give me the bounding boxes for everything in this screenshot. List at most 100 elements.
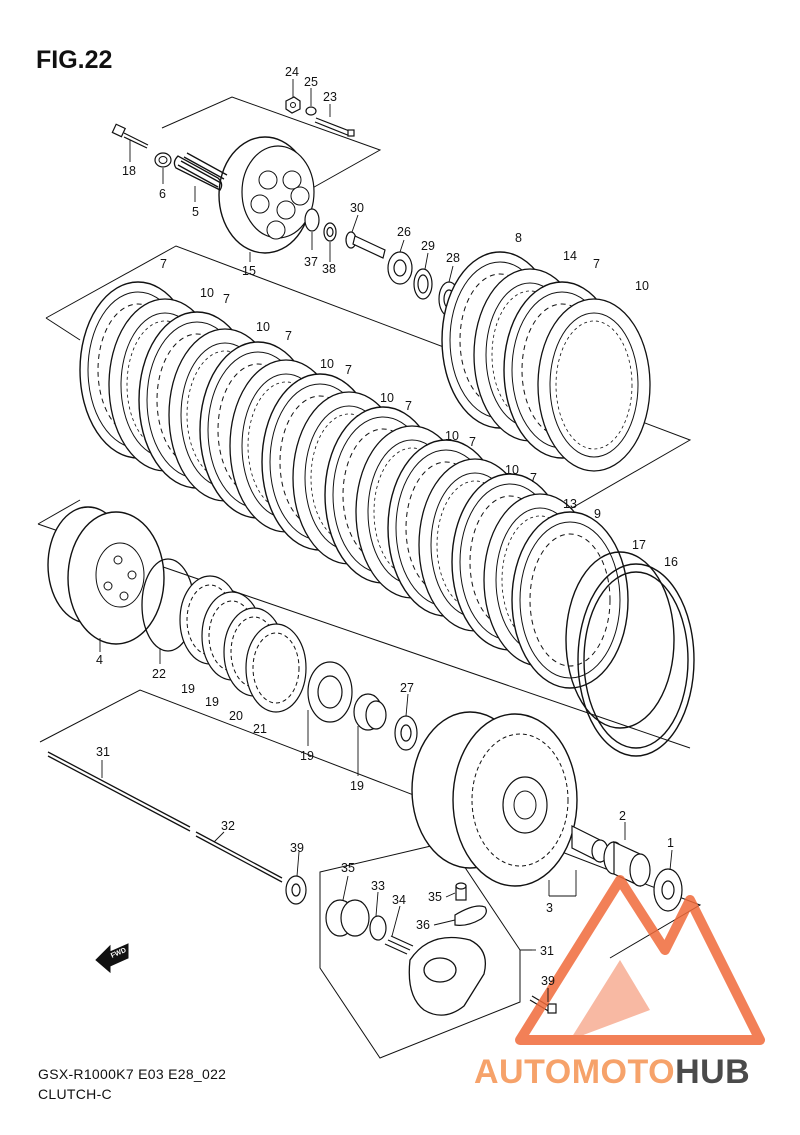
- callout-12: 14: [563, 249, 577, 263]
- callout-18: 19: [300, 749, 314, 763]
- watermark-part-a: AUTOMOTO: [474, 1053, 676, 1091]
- callout-7-f: 7: [405, 399, 412, 413]
- callout-7-b: 7: [160, 257, 167, 271]
- adjust-screw: [314, 117, 355, 137]
- callout-labels: 24 25 23 18 6 5 15 30 37 38 26 29 28 8 1…: [96, 65, 678, 988]
- automotohub-logo: [515, 875, 765, 1045]
- callout-17: 19: [350, 779, 364, 793]
- callout-1: 1: [667, 836, 674, 850]
- callout-10-b: 10: [200, 286, 214, 300]
- callout-7-e: 7: [345, 363, 352, 377]
- callout-21: 23: [323, 90, 337, 104]
- callout-30: 30: [350, 201, 364, 215]
- pressure-plate-group-box: [161, 96, 382, 196]
- figure-title: FIG.22: [36, 46, 113, 74]
- judder-spring-plates: [179, 575, 307, 713]
- slave-cylinder-piston: [325, 899, 370, 937]
- lock-nut: [387, 251, 413, 285]
- plate-stack-box-upper: [45, 245, 692, 513]
- pressure-plate-bolt: [111, 123, 149, 149]
- needle-bearing: [603, 841, 651, 887]
- callout-15: 17: [632, 538, 646, 552]
- slave-cylinder-body: [408, 936, 487, 1016]
- callout-19-a: 19: [181, 682, 195, 696]
- callout-3: 3: [546, 901, 553, 915]
- callout-23: 25: [304, 75, 318, 89]
- clutch-push-rod-left: [195, 831, 283, 883]
- callout-37: 38: [322, 262, 336, 276]
- callout-6: 6: [159, 187, 166, 201]
- callout-14: 16: [664, 555, 678, 569]
- bleeder-valve: [455, 882, 467, 901]
- spring-ring-and-seat: [565, 551, 695, 757]
- callout-5: 5: [192, 205, 199, 219]
- callout-29: 32: [221, 819, 235, 833]
- pressure-plate: [218, 136, 315, 254]
- callout-10-a: 10: [635, 279, 649, 293]
- watermark-part-b: HUB: [675, 1053, 751, 1091]
- leader-lines: [99, 79, 673, 1002]
- adjust-nut: [285, 96, 301, 114]
- callout-9: 9: [594, 507, 601, 521]
- callout-7-g: 7: [469, 435, 476, 449]
- release-rod-washers: [304, 208, 337, 242]
- callout-24: 26: [397, 225, 411, 239]
- forward-arrow-icon: FWD: [95, 943, 129, 974]
- callout-19-d: 21: [253, 722, 267, 736]
- bleeder-cap: [454, 905, 487, 926]
- hub-washer: [394, 715, 418, 751]
- callout-28: 31: [96, 745, 110, 759]
- callout-10-d: 10: [320, 357, 334, 371]
- callout-35: 36: [416, 918, 430, 932]
- callout-25: 27: [400, 681, 414, 695]
- clutch-spring: [173, 152, 228, 191]
- callout-13: 15: [242, 264, 256, 278]
- clutch-sleeve-hub: [47, 506, 165, 645]
- callout-33: 34: [392, 893, 406, 907]
- callout-19-b: 19: [205, 695, 219, 709]
- spring-washer-seat: [307, 661, 353, 723]
- primary-driven-gear: [411, 711, 578, 887]
- piston-spring: [384, 935, 414, 955]
- spring-seat-washer: [154, 152, 172, 168]
- callout-27: 29: [421, 239, 435, 253]
- callout-7-c: 7: [223, 292, 230, 306]
- model-code: GSX-R1000K7 E03 E28_022: [38, 1066, 227, 1082]
- callout-10-c: 10: [256, 320, 270, 334]
- gear-spacer: [571, 825, 609, 863]
- callout-2: 2: [619, 809, 626, 823]
- adjust-washer: [305, 106, 317, 116]
- section-name: CLUTCH-C: [38, 1086, 112, 1102]
- callout-7-h: 7: [530, 471, 537, 485]
- callout-16: 18: [122, 164, 136, 178]
- callout-22: 24: [285, 65, 299, 79]
- callout-34-b: 35: [428, 890, 442, 904]
- callout-7-a: 7: [593, 257, 600, 271]
- callout-7-d: 7: [285, 329, 292, 343]
- callout-10-g: 10: [505, 463, 519, 477]
- watermark-text: AUTOMOTOHUB: [474, 1053, 750, 1092]
- oil-seal: [285, 875, 307, 905]
- lock-washer: [413, 268, 433, 300]
- callout-34-a: 35: [341, 861, 355, 875]
- callout-36: 37: [304, 255, 318, 269]
- callout-20: 22: [152, 667, 166, 681]
- callout-19-c: 20: [229, 709, 243, 723]
- callout-26: 28: [446, 251, 460, 265]
- clutch-hub-spacer: [353, 693, 387, 731]
- callout-10-e: 10: [380, 391, 394, 405]
- callout-32: 33: [371, 879, 385, 893]
- callout-31: 31: [540, 944, 554, 958]
- piston-seal: [369, 915, 387, 941]
- clutch-push-rod-right: [47, 751, 191, 832]
- callout-11: 13: [563, 497, 577, 511]
- release-rod: [345, 231, 386, 259]
- callout-8: 8: [515, 231, 522, 245]
- callout-10-f: 10: [445, 429, 459, 443]
- callout-38: 39: [290, 841, 304, 855]
- callout-4: 4: [96, 653, 103, 667]
- thrust-washer-outer: [653, 868, 683, 912]
- callout-39: 39: [541, 974, 555, 988]
